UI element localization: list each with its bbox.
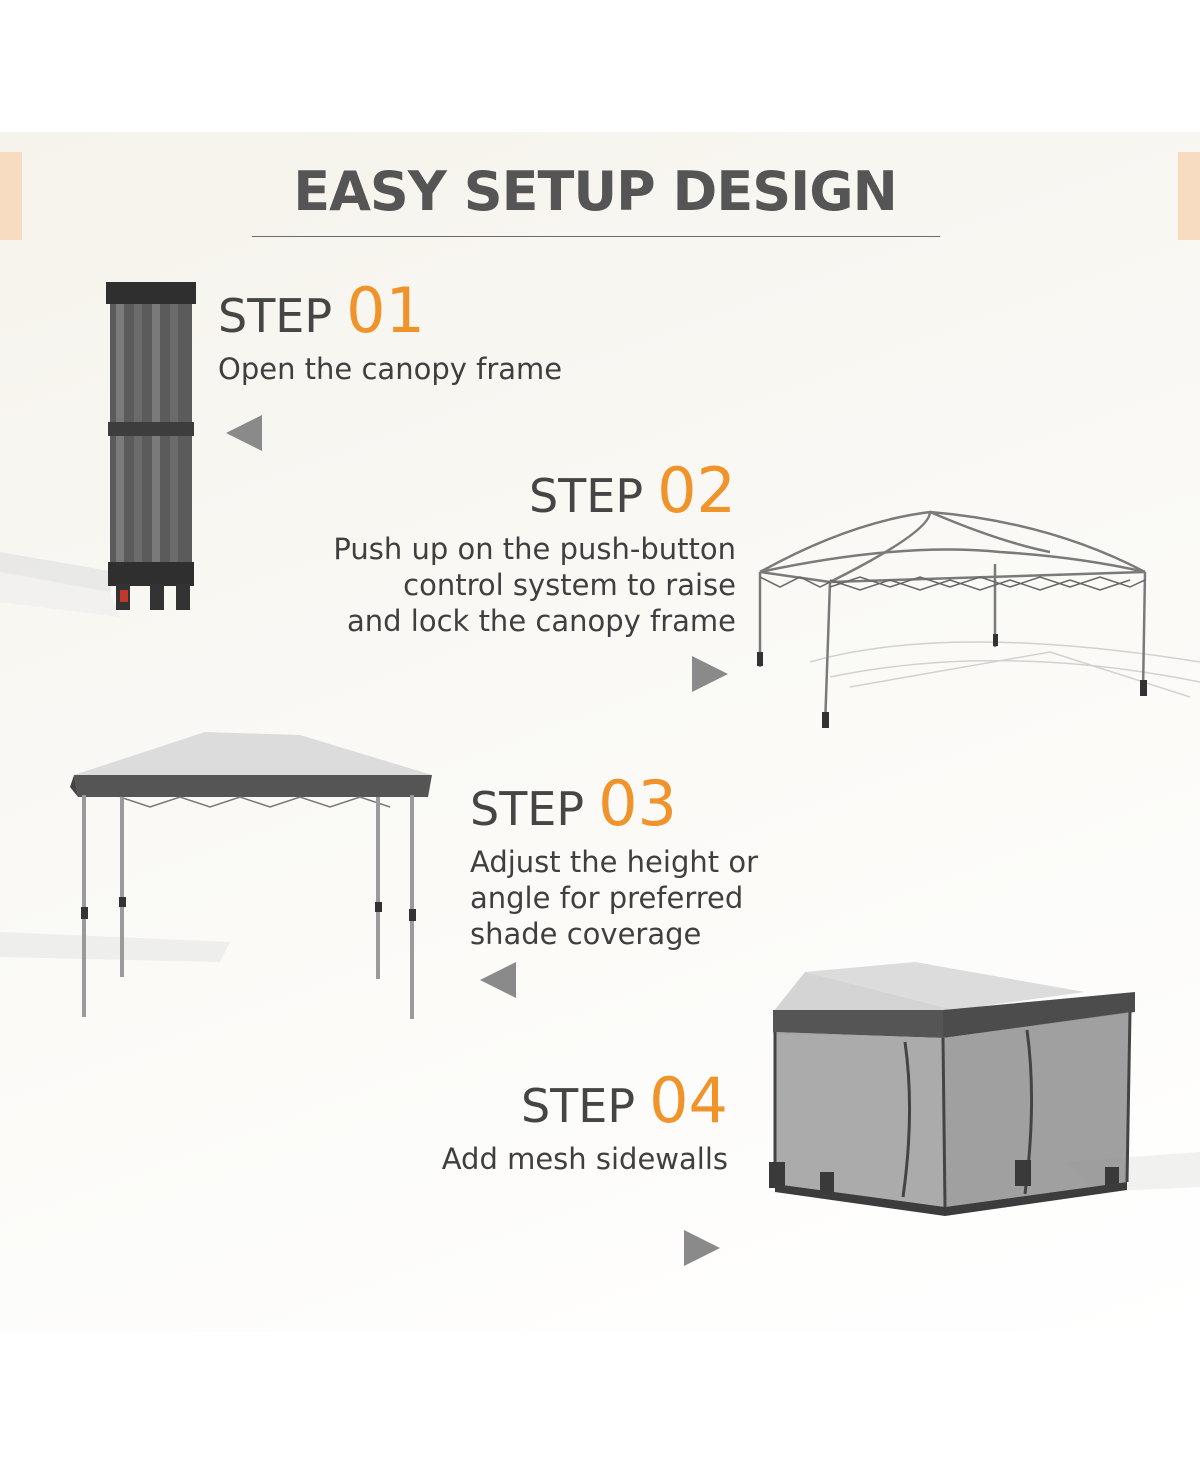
right-edge-decoration [1178,152,1200,240]
raised-frame-image [757,510,1200,728]
step-04-word: STEP [520,1079,636,1133]
left-edge-decoration [0,152,22,240]
triangle-left-icon [480,962,516,998]
step-02-word: STEP [528,469,644,523]
triangle-right-icon [692,656,728,692]
folded-frame-image [0,282,196,617]
mesh-sidewall-canopy-image [769,962,1200,1216]
step-02-number: 02 [657,454,736,527]
triangle-right-icon [684,1230,720,1266]
step-01-word: STEP [218,289,333,343]
step-02-description: Push up on the push-button control syste… [333,532,736,638]
step-03-word: STEP [470,782,585,836]
step-01-description: Open the canopy frame [218,352,563,386]
step-04-number: 04 [649,1064,728,1137]
triangle-left-icon [226,415,262,451]
canopy-image [0,732,432,1019]
page-title: EASY SETUP DESIGN [293,160,898,223]
step-03-number: 03 [598,767,678,840]
step-01-number: 01 [346,274,426,347]
step-04-description: Add mesh sidewalls [441,1142,728,1176]
step-03-description: Adjust the height or angle for preferred… [470,845,759,951]
title-underline [252,236,940,237]
